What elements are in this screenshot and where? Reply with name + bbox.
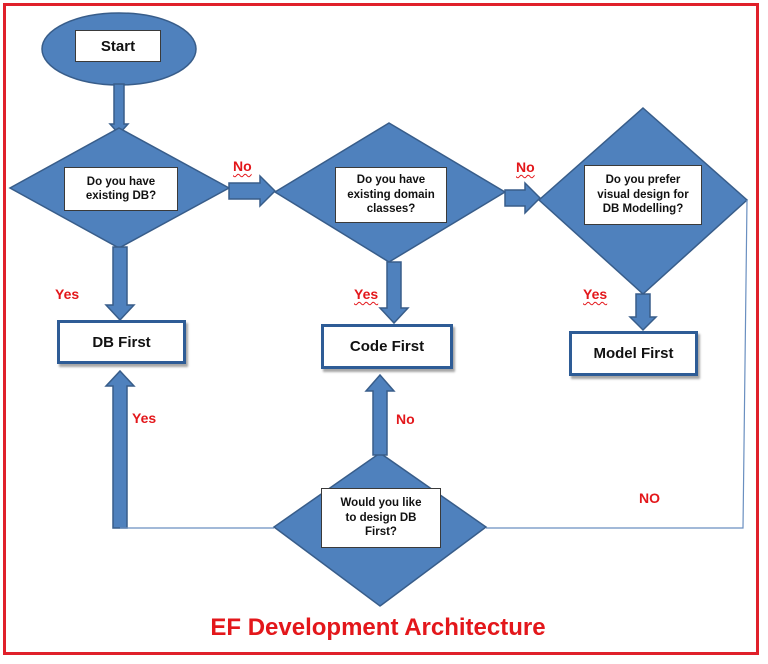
diagram-title: EF Development Architecture	[210, 614, 546, 641]
diagram-frame	[3, 3, 759, 655]
code-first-box: Code First	[321, 324, 453, 369]
visual-design-question: Do you prefer visual design for DB Model…	[584, 165, 702, 225]
edge-label-yes-back-db-first: Yes	[132, 410, 157, 426]
arrow-to-db-first	[104, 246, 136, 322]
arrow-no-to-domain-classes	[228, 174, 277, 208]
arrow-to-model-first	[628, 293, 658, 332]
model-first-box: Model First	[569, 331, 698, 376]
start-label: Start	[75, 30, 161, 62]
arrow-yes-up-to-db-first	[104, 369, 136, 529]
edge-label-yes-model-first: Yes	[583, 286, 608, 302]
connector-no-loop	[486, 199, 748, 529]
arrow-to-code-first	[378, 261, 410, 325]
edge-label-no-1: No	[233, 158, 252, 174]
arrow-start-to-existing-db	[108, 83, 130, 136]
edge-label-no-2: No	[516, 159, 535, 175]
domain-classes-question: Do you have existing domain classes?	[335, 167, 447, 223]
edge-label-yes-code-first: Yes	[354, 286, 379, 302]
edge-label-yes-db-first: Yes	[55, 286, 80, 302]
existing-db-question: Do you have existing DB?	[64, 167, 178, 211]
db-first-box: DB First	[57, 320, 186, 364]
design-db-first-question: Would you like to design DB First?	[321, 488, 441, 548]
edge-label-no-loop: NO	[639, 490, 660, 506]
arrow-no-to-visual-design	[504, 181, 542, 215]
arrow-no-up-to-code-first	[364, 373, 396, 456]
edge-label-no-code-first: No	[396, 411, 415, 427]
